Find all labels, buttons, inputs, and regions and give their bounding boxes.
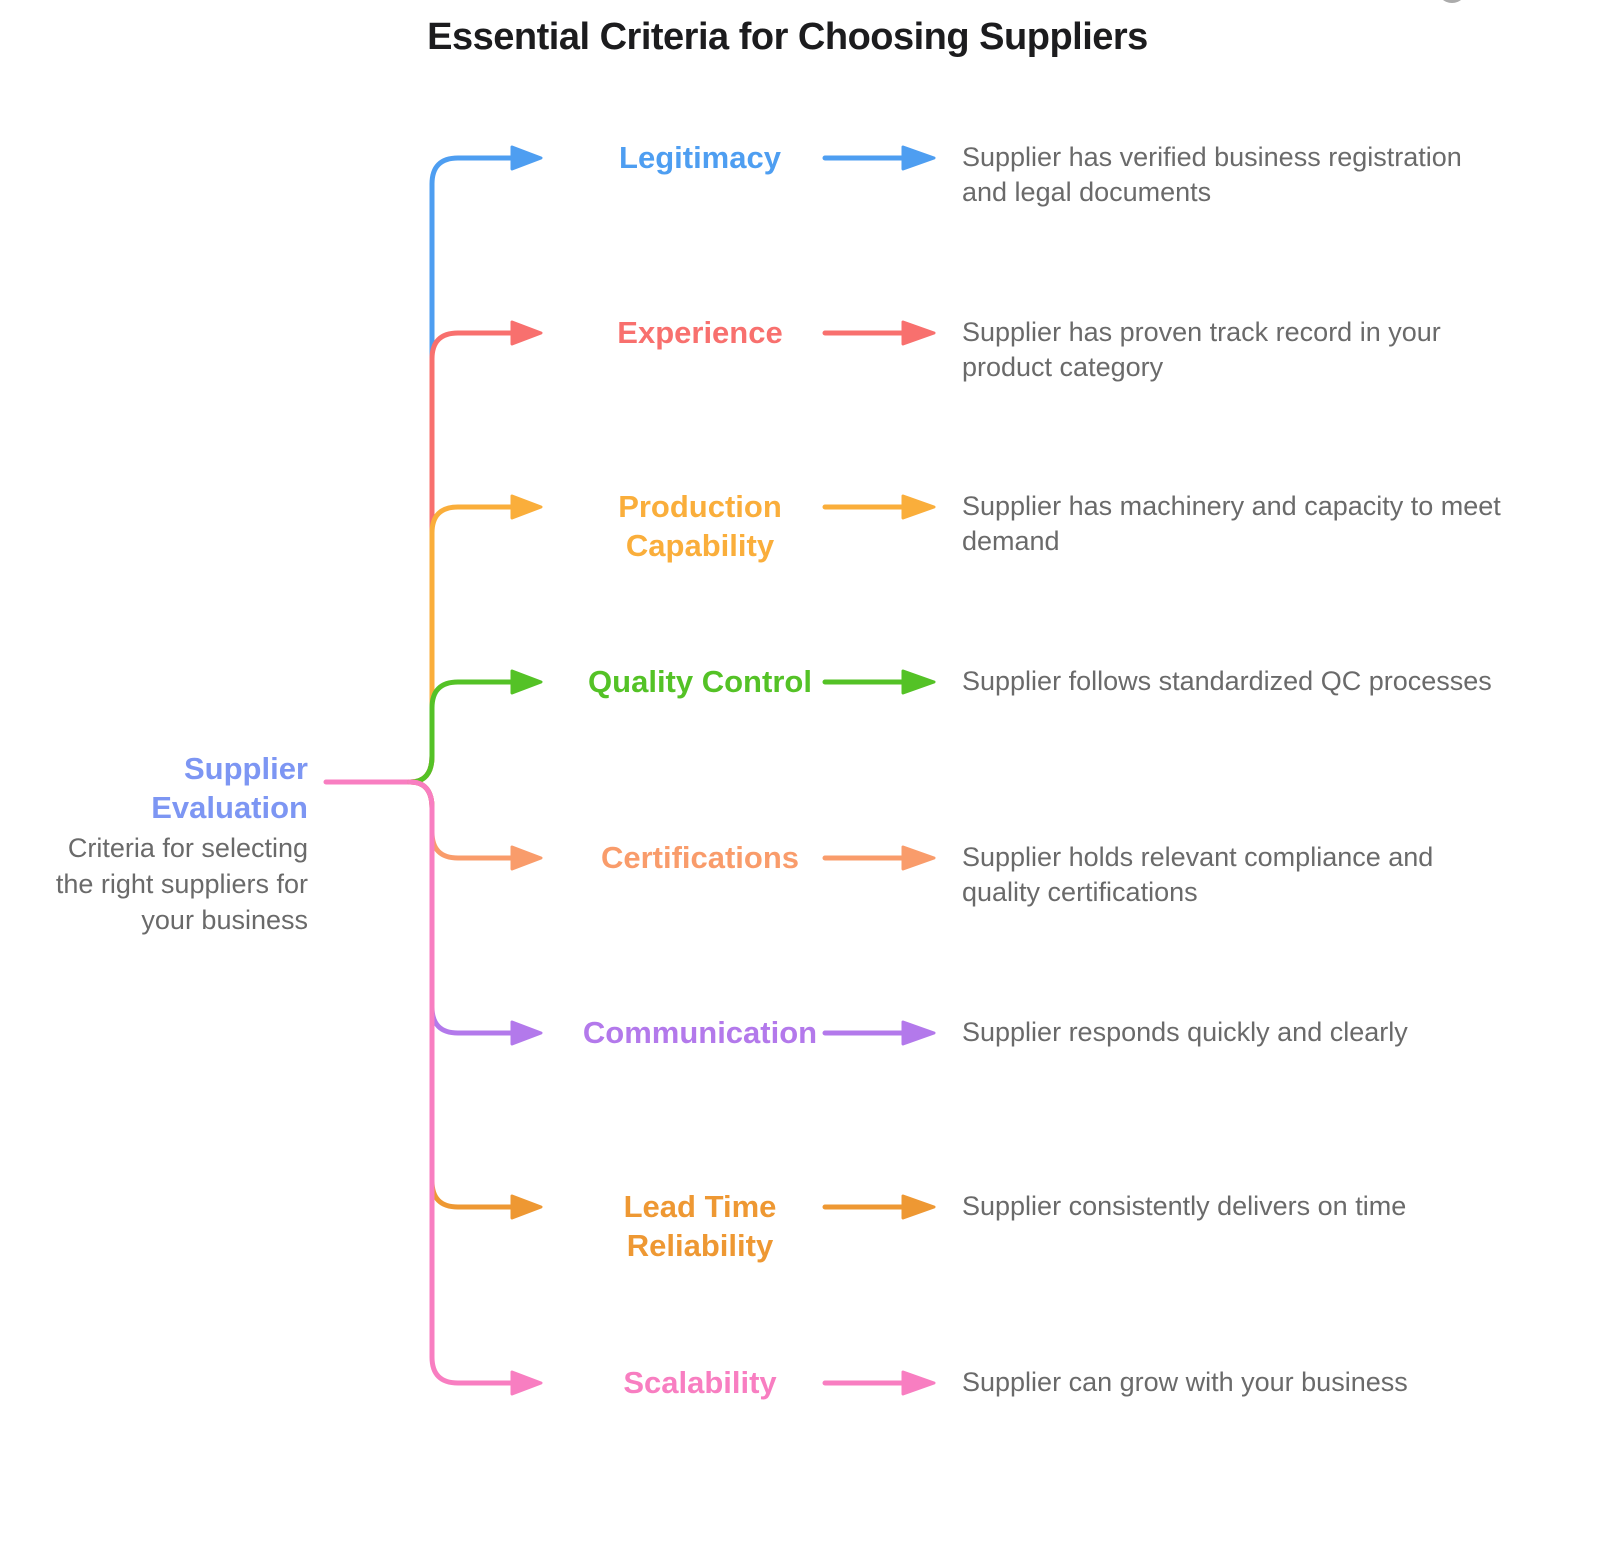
branch-label-quality-control: Quality Control	[588, 664, 812, 699]
branch-label-certifications: Certifications	[600, 840, 800, 875]
branch-description-scalability: Supplier can grow with your business	[962, 1367, 1408, 1397]
root-node-description: Criteria for selecting the right supplie…	[55, 833, 308, 935]
branch-description-experience: Supplier has proven track record in your…	[962, 317, 1441, 382]
branch-description-legitimacy: Supplier has verified business registrat…	[962, 142, 1462, 207]
diagram-title: Essential Criteria for Choosing Supplier…	[427, 16, 1148, 58]
branch-description-quality-control: Supplier follows standardized QC process…	[962, 666, 1492, 696]
branch-connector-quality-control	[407, 669, 936, 785]
branch-label-legitimacy: Legitimacy	[619, 140, 781, 175]
root-node-label: Supplier Evaluation	[151, 751, 308, 825]
branch-label-production-capability: Production Capability	[618, 489, 782, 563]
branch-label-communication: Communication	[582, 1015, 818, 1050]
branch-description-certifications: Supplier holds relevant compliance and q…	[962, 842, 1434, 907]
branch-connector-scalability	[407, 779, 936, 1396]
branch-description-lead-time-reliability: Supplier consistently delivers on time	[962, 1191, 1407, 1221]
watermark-partial-circle	[1443, 0, 1461, 3]
branch-label-lead-time-reliability: Lead Time Reliability	[623, 1189, 777, 1263]
branch-connector-communication	[407, 779, 936, 1046]
branch-description-production-capability: Supplier has machinery and capacity to m…	[962, 491, 1501, 556]
branch-label-experience: Experience	[617, 315, 783, 350]
branch-label-scalability: Scalability	[623, 1365, 777, 1400]
branch-description-communication: Supplier responds quickly and clearly	[962, 1017, 1408, 1047]
